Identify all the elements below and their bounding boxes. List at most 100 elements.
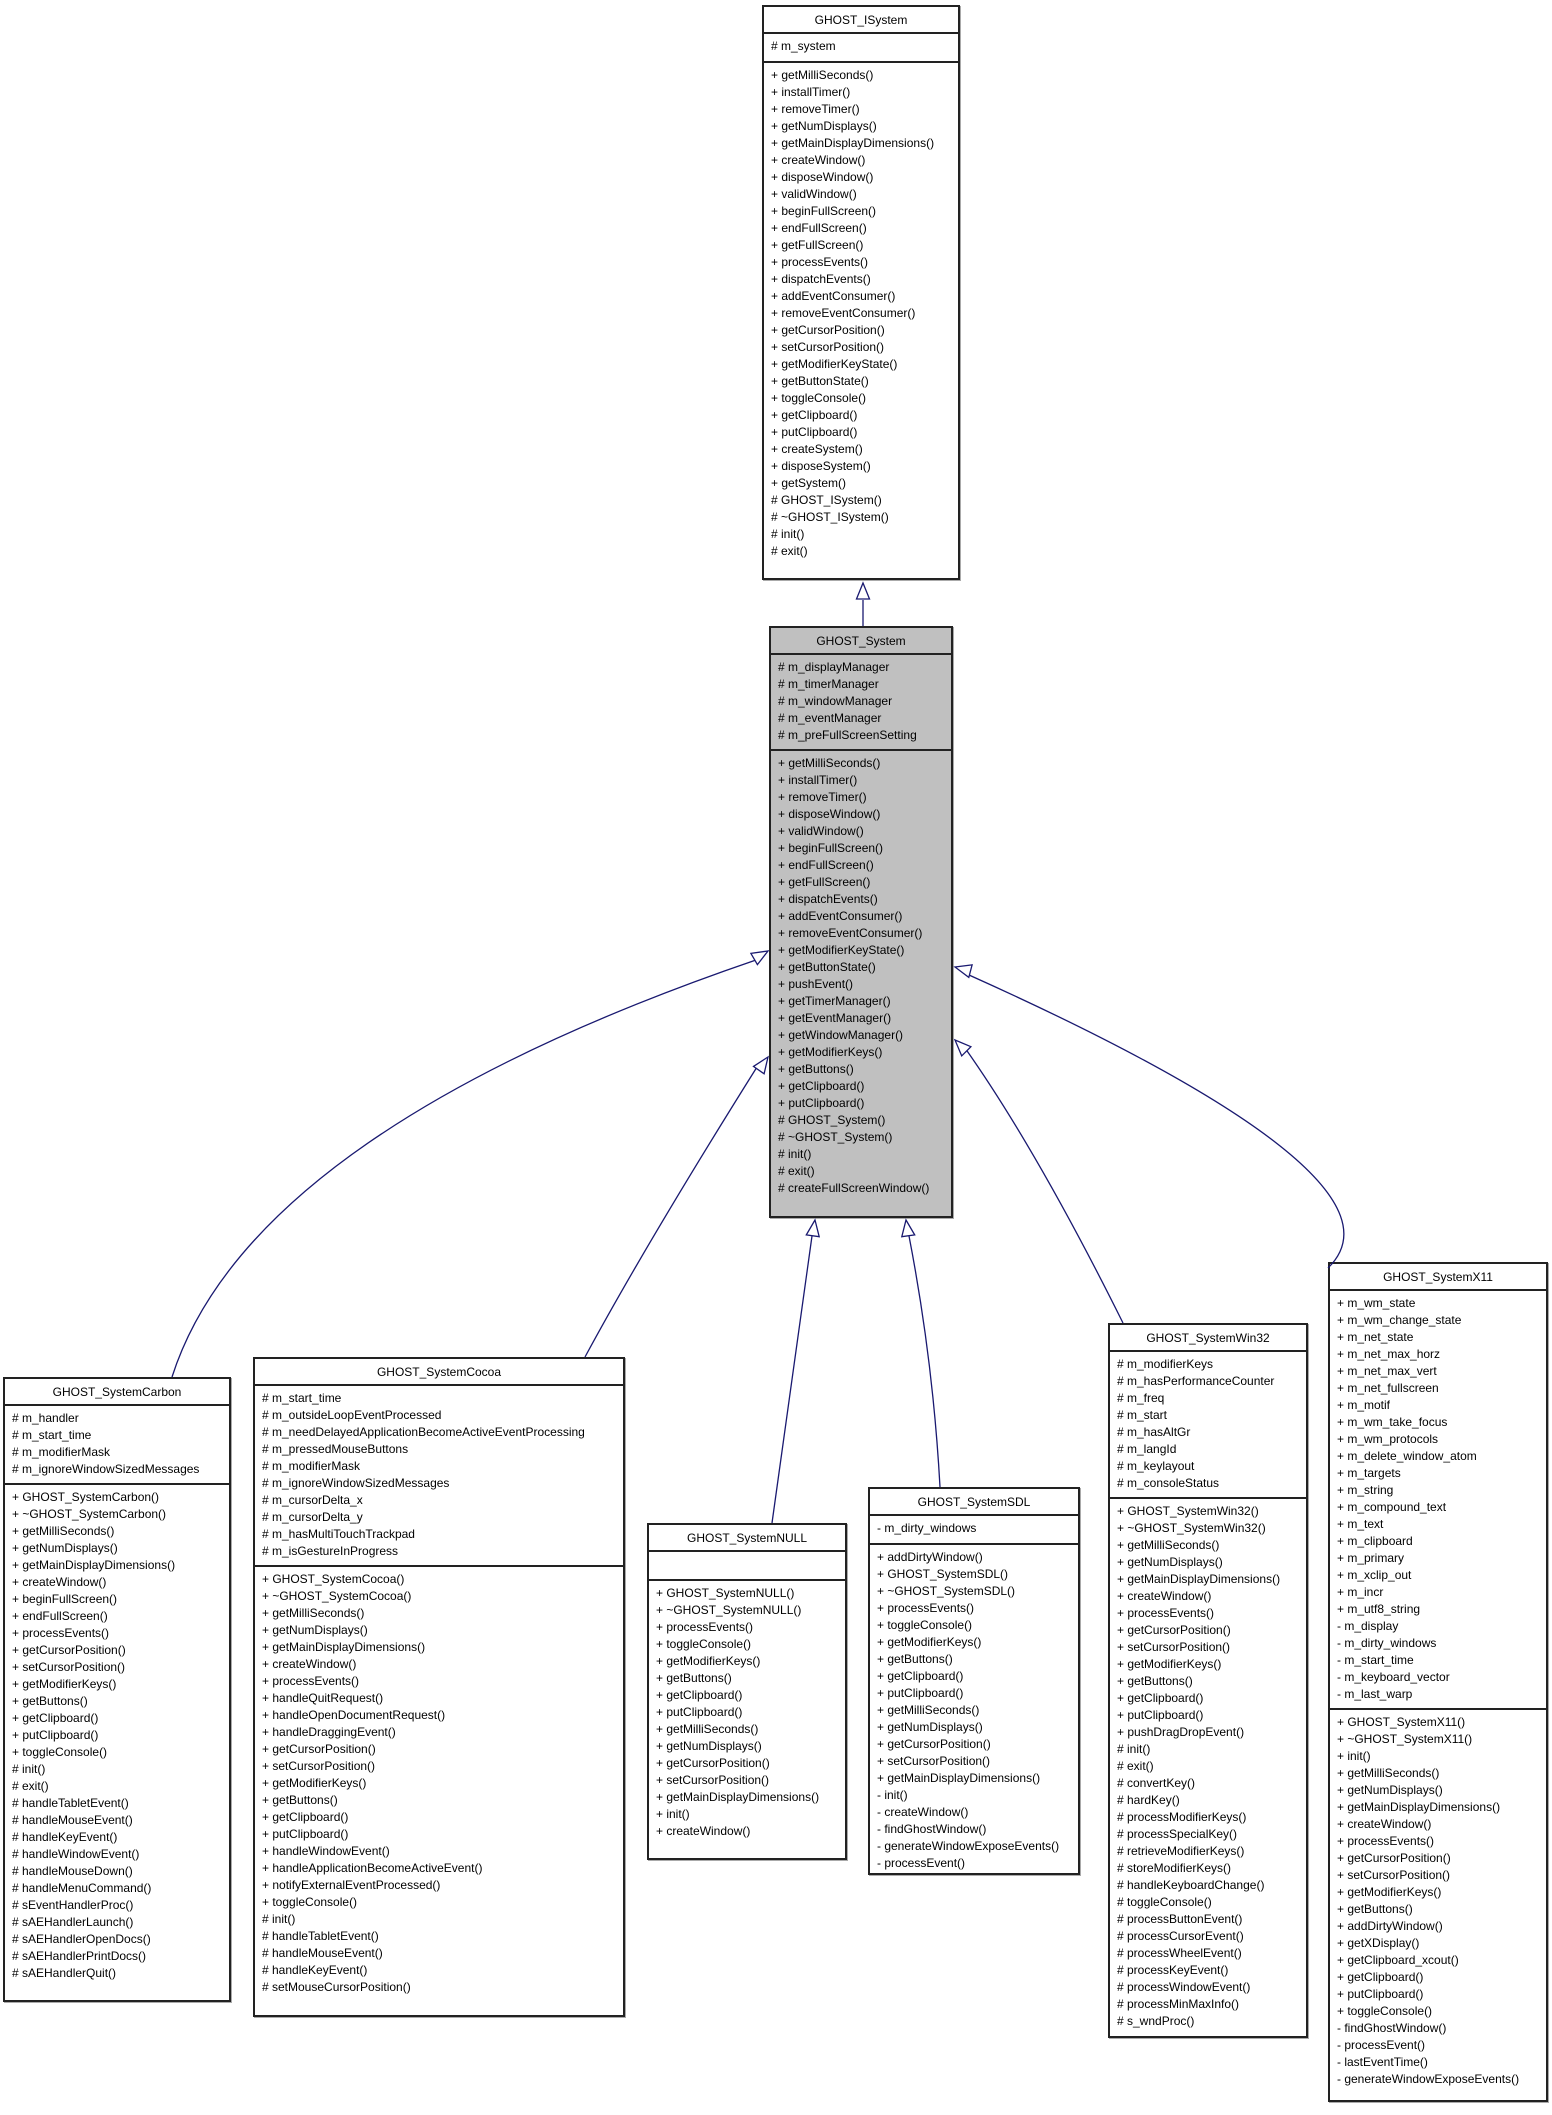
class-method: # handleMouseEvent() — [12, 1813, 133, 1827]
class-method: + GHOST_SystemX11() — [1337, 1715, 1466, 1729]
class-method: + getMilliSeconds() — [1117, 1538, 1220, 1552]
methods-section: + GHOST_SystemX11()+ ~GHOST_SystemX11()+… — [1330, 1710, 1546, 2093]
class-method: # ~GHOST_System() — [778, 1130, 893, 1144]
class-method: + setCursorPosition() — [12, 1660, 126, 1674]
class-attribute: # m_langId — [1117, 1442, 1177, 1456]
class-method: + getXDisplay() — [1337, 1936, 1420, 1950]
attributes-section: # m_modifierKeys# m_hasPerformanceCounte… — [1110, 1352, 1306, 1499]
class-method: # processKeyEvent() — [1117, 1963, 1229, 1977]
class-method: + getFullScreen() — [771, 238, 864, 252]
class-attribute: + m_net_max_horz — [1337, 1347, 1441, 1361]
generalization-arrowhead-icon — [855, 581, 871, 600]
class-method: + validWindow() — [778, 824, 864, 838]
class-method: + processEvents() — [262, 1674, 360, 1688]
class-method: + getMilliSeconds() — [1337, 1766, 1440, 1780]
class-attribute: # m_displayManager — [778, 660, 890, 674]
class-method: + ~GHOST_SystemWin32() — [1117, 1521, 1266, 1535]
class-method: # processModifierKeys() — [1117, 1810, 1247, 1824]
edge-GHOST_SystemCocoa-to-GHOST_System — [584, 1066, 758, 1358]
class-box-GHOST_System[interactable]: GHOST_System # m_displayManager # m_timerM… — [769, 626, 953, 1218]
class-method: + getClipboard() — [656, 1688, 743, 1702]
class-method: + addEventConsumer() — [771, 289, 896, 303]
class-method: + dispatchEvents() — [778, 892, 878, 906]
class-method: + beginFullScreen() — [778, 841, 884, 855]
class-title: GHOST_SystemCarbon — [5, 1379, 229, 1406]
class-box-GHOST_SystemSDL[interactable]: GHOST_SystemSDL- m_dirty_windows+ addDir… — [868, 1487, 1080, 1875]
attributes-section — [649, 1552, 845, 1581]
class-method: + handleDraggingEvent() — [262, 1725, 396, 1739]
class-method: + getNumDisplays() — [771, 119, 877, 133]
class-method: + validWindow() — [771, 187, 857, 201]
class-box-GHOST_ISystem[interactable]: GHOST_ISystem# m_system+ getMilliSeconds… — [762, 5, 960, 580]
class-title: GHOST_SystemSDL — [870, 1489, 1078, 1516]
class-method: + addDirtyWindow() — [877, 1550, 983, 1564]
class-method: + getEventManager() — [778, 1011, 892, 1025]
class-method: # processWheelEvent() — [1117, 1946, 1242, 1960]
class-method: # exit() — [1117, 1759, 1154, 1773]
class-method: + putClipboard() — [1337, 1987, 1424, 2001]
class-method: + createWindow() — [656, 1824, 751, 1838]
class-method: + installTimer() — [771, 85, 851, 99]
class-method: # sAEHandlerLaunch() — [12, 1915, 134, 1929]
class-method: + getNumDisplays() — [12, 1541, 118, 1555]
class-attribute: # m_hasAltGr — [1117, 1425, 1191, 1439]
class-box-GHOST_SystemX11[interactable]: GHOST_SystemX11+ m_wm_state+ m_wm_change… — [1328, 1262, 1548, 2102]
class-attribute: - m_keyboard_vector — [1337, 1670, 1450, 1684]
class-method: + pushEvent() — [778, 977, 854, 991]
class-attribute: + m_wm_state — [1337, 1296, 1416, 1310]
class-method: - generateWindowExposeEvents() — [877, 1839, 1060, 1853]
class-method: + handleWindowEvent() — [262, 1844, 390, 1858]
class-attribute: # m_modifierMask — [262, 1459, 361, 1473]
edge-GHOST_SystemNULL-to-GHOST_System — [771, 1235, 813, 1524]
class-attribute: # m_cursorDelta_x — [262, 1493, 363, 1507]
class-box-GHOST_SystemCarbon[interactable]: GHOST_SystemCarbon# m_handler# m_start_t… — [3, 1377, 231, 2002]
class-box-GHOST_SystemNULL[interactable]: GHOST_SystemNULL+ GHOST_SystemNULL()+ ~G… — [647, 1523, 847, 1860]
class-method: + createWindow() — [771, 153, 866, 167]
class-attribute: + m_string — [1337, 1483, 1394, 1497]
class-method: + pushDragDropEvent() — [1117, 1725, 1245, 1739]
class-attribute: + m_clipboard — [1337, 1534, 1413, 1548]
class-method: + toggleConsole() — [12, 1745, 108, 1759]
class-method: + getMilliSeconds() — [771, 68, 874, 82]
class-method: + getButtons() — [877, 1652, 953, 1666]
class-method: + processEvents() — [12, 1626, 110, 1640]
generalization-arrowhead-icon — [749, 950, 770, 966]
class-method: + installTimer() — [778, 773, 858, 787]
class-attribute: # m_consoleStatus — [1117, 1476, 1220, 1490]
class-method: + disposeSystem() — [771, 459, 871, 473]
methods-section: + GHOST_SystemCocoa()+ ~GHOST_SystemCoco… — [255, 1567, 623, 2001]
class-method: + getWindowManager() — [778, 1028, 904, 1042]
class-method: + getNumDisplays() — [262, 1623, 368, 1637]
class-method: + getModifierKeys() — [262, 1776, 367, 1790]
class-title: GHOST_ISystem — [764, 7, 958, 34]
class-method: # sAEHandlerOpenDocs() — [12, 1932, 151, 1946]
class-title: GHOST_System — [771, 628, 951, 655]
class-box-GHOST_SystemCocoa[interactable]: GHOST_SystemCocoa# m_start_time# m_outsi… — [253, 1357, 625, 2017]
class-attribute: # m_hasMultiTouchTrackpad — [262, 1527, 415, 1541]
methods-section: + addDirtyWindow()+ GHOST_SystemSDL()+ ~… — [870, 1545, 1078, 1873]
class-attribute: + m_primary — [1337, 1551, 1405, 1565]
class-method: + removeTimer() — [771, 102, 860, 116]
class-attribute: + m_text — [1337, 1517, 1384, 1531]
class-box-GHOST_SystemWin32[interactable]: GHOST_SystemWin32# m_modifierKeys# m_has… — [1108, 1323, 1308, 2038]
class-method: + ~GHOST_SystemCarbon() — [12, 1507, 167, 1521]
class-method: # handleTabletEvent() — [262, 1929, 379, 1943]
class-attribute: # m_hasPerformanceCounter — [1117, 1374, 1275, 1388]
class-method: + putClipboard() — [262, 1827, 349, 1841]
class-method: + GHOST_SystemSDL() — [877, 1567, 1009, 1581]
class-attribute: # m_timerManager — [778, 677, 879, 691]
class-method: - processEvent() — [1337, 2038, 1426, 2052]
class-method: + processEvents() — [1117, 1606, 1215, 1620]
class-attribute: + m_wm_take_focus — [1337, 1415, 1448, 1429]
class-method: + getTimerManager() — [778, 994, 891, 1008]
class-attribute: # m_needDelayedApplicationBecomeActiveEv… — [262, 1425, 585, 1439]
class-method: # processCursorEvent() — [1117, 1929, 1244, 1943]
class-method: + beginFullScreen() — [12, 1592, 118, 1606]
class-method: + getModifierKeys() — [656, 1654, 761, 1668]
class-method: + setCursorPosition() — [771, 340, 885, 354]
class-attribute: - m_display — [1337, 1619, 1399, 1633]
class-attribute: + m_wm_protocols — [1337, 1432, 1439, 1446]
class-method: + GHOST_SystemWin32() — [1117, 1504, 1259, 1518]
class-method: + getMilliSeconds() — [12, 1524, 115, 1538]
class-attribute: # m_keylayout — [1117, 1459, 1195, 1473]
